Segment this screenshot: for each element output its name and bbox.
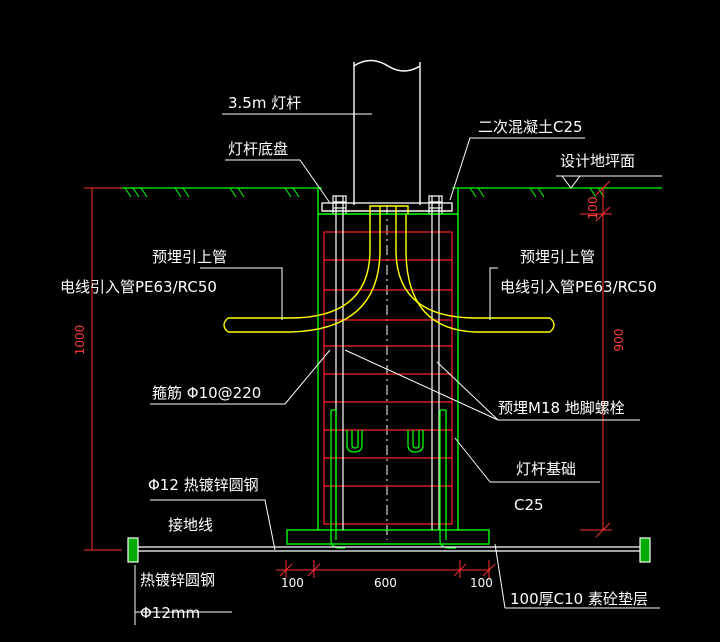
foundation-outline — [286, 188, 490, 545]
anchor-hooks — [330, 409, 456, 549]
ground-wire — [127, 537, 651, 563]
label-conduit-left-title: 预埋引上管 — [152, 248, 227, 266]
base-plate — [321, 202, 453, 212]
dim-right-margin: 100 — [470, 576, 493, 590]
light-pole — [353, 59, 421, 540]
dim-bottom — [276, 560, 496, 578]
dim-foundation-depth: 900 — [612, 329, 626, 352]
label-stirrup: 箍筋 Φ10@220 — [152, 384, 261, 402]
label-base-plate: 灯杆底盘 — [228, 140, 288, 158]
label-conduit-right-spec: 电线引入管PE63/RC50 — [500, 278, 657, 296]
dim-right — [580, 180, 612, 538]
dim-left-1000 — [84, 187, 122, 551]
dim-width: 600 — [374, 576, 397, 590]
label-round-steel-top: Φ12 热镀锌圆钢 — [148, 476, 259, 494]
label-round-steel-bottom: 热镀锌圆钢 — [140, 571, 215, 589]
dim-left-margin: 100 — [281, 576, 304, 590]
label-round-steel-size: Φ12mm — [140, 604, 200, 622]
rebar-cage — [323, 231, 453, 525]
label-conduit-left-spec: 电线引入管PE63/RC50 — [60, 278, 217, 296]
label-anchor-bolt: 预埋M18 地脚螺栓 — [498, 399, 625, 417]
ground-line — [120, 187, 662, 198]
label-foundation: 灯杆基础 — [516, 460, 576, 478]
label-pole: 3.5m 灯杆 — [228, 94, 301, 112]
label-conduit-right-title: 预埋引上管 — [520, 248, 595, 266]
label-cushion: 100厚C10 素砼垫层 — [510, 590, 648, 608]
label-ground-wire: 接地线 — [168, 516, 213, 534]
dim-total-depth: 1000 — [73, 325, 87, 356]
leader-lines — [134, 113, 660, 625]
label-foundation-grade: C25 — [514, 496, 544, 514]
conduits — [223, 205, 555, 333]
label-ground: 设计地坪面 — [560, 152, 635, 170]
label-secondary-concrete: 二次混凝土C25 — [478, 118, 583, 136]
dim-top-offset: 100 — [586, 197, 600, 220]
ground-level-symbol — [556, 175, 662, 189]
